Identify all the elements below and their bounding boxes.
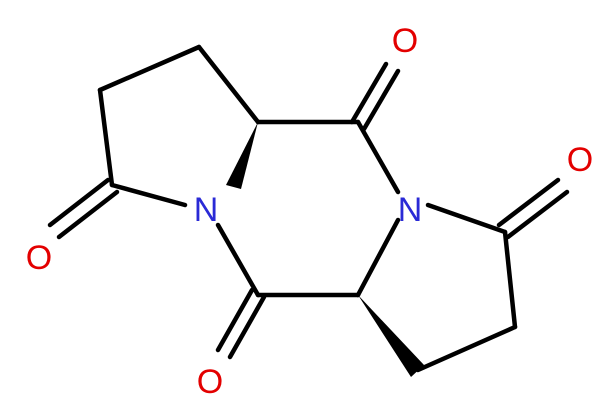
bond-c3-o-left-a [47,177,111,228]
bond-c7-c5 [415,324,518,373]
bond-c6-c7 [502,229,518,330]
atom-label-o-right: O [567,141,593,179]
atom-label-n-left: N [194,191,219,229]
atom-label-n-right: N [398,191,423,229]
atom-label-o-left: O [26,239,52,277]
bond-c4-o-bottom-b [227,294,267,360]
bond-c3-o-left-b [56,189,120,240]
bond-c1-c8a [196,44,261,125]
bond-c8-o-top-b [361,68,401,132]
wedge-bond-bottom [358,295,424,377]
bond-c2-c3 [97,87,115,188]
bond-c6-o-right-a [496,177,561,228]
bond-c8-n-right [355,119,401,195]
bond-c1-c2 [97,44,202,93]
atom-label-o-top: O [392,22,418,60]
bond-c4-n-left [215,222,261,298]
bond-c4-o-bottom-a [215,287,255,353]
bond-n-right-c6 [425,202,508,235]
bond-n-right-c4a [355,217,401,298]
bond-c3-n-left [109,182,188,208]
bond-c8-o-top-a [349,61,389,125]
wedge-bond-top [226,122,258,189]
bond-c6-o-right-b [505,189,570,240]
atom-label-o-bottom: O [197,363,223,401]
